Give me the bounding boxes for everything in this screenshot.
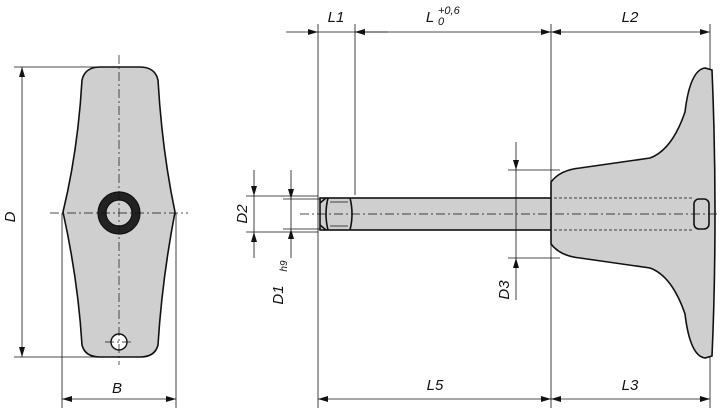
dimension-B: B [61, 213, 177, 408]
label-L5: L5 [427, 377, 444, 394]
pin-tip-chamfer [319, 197, 327, 231]
label-D2: D2 [234, 204, 251, 224]
pin-side-view [300, 67, 718, 359]
label-L-tolerance-lower: 0 [438, 16, 445, 28]
label-D1: D1 [270, 285, 287, 304]
dimension-top-chain: L1 L +0,6 0 L2 [286, 5, 710, 35]
dimension-bottom-chain: L5 L3 [318, 377, 710, 402]
dimension-D1: D1 h9 [270, 170, 320, 305]
handle-end-view [50, 55, 188, 365]
dimension-D3: D3 [496, 142, 560, 300]
dimension-D2: D2 [234, 170, 318, 258]
label-L1: L1 [328, 9, 345, 26]
label-L2: L2 [622, 9, 639, 26]
t-handle-profile [550, 67, 716, 359]
label-L-tolerance-upper: +0,6 [438, 5, 461, 17]
label-D1-tolerance: h9 [279, 260, 290, 272]
label-D: D [2, 211, 19, 222]
label-D3: D3 [496, 280, 513, 300]
extension-lines [317, 24, 711, 408]
dimension-D: D [2, 66, 100, 358]
label-L3: L3 [622, 377, 639, 394]
label-L: L [426, 9, 434, 26]
label-B: B [112, 380, 122, 397]
